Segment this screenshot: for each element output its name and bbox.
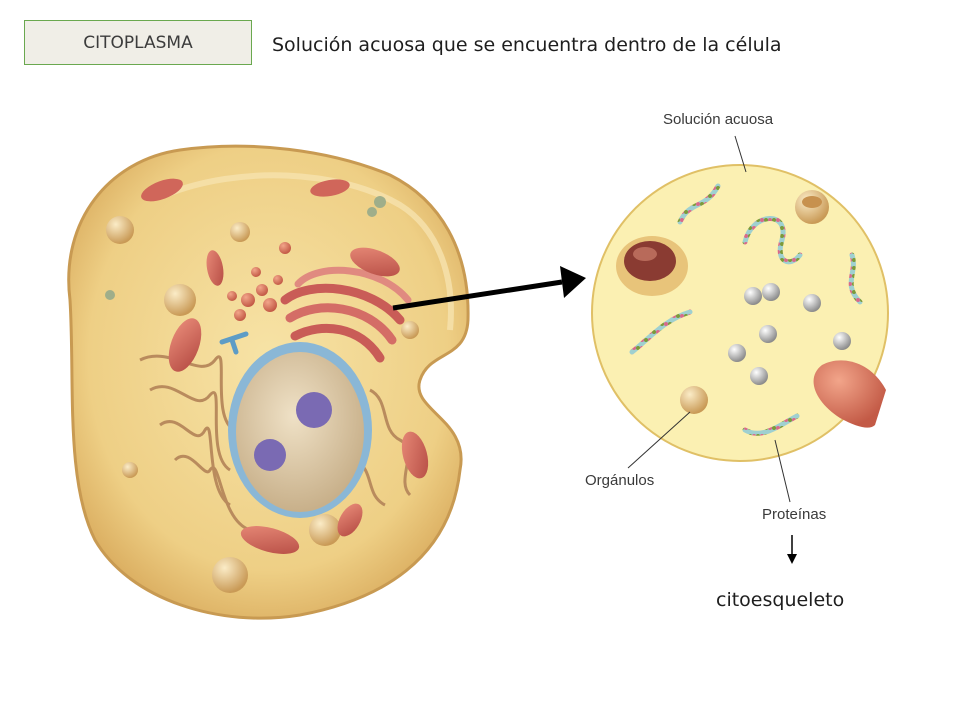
protein-spheres	[728, 283, 851, 385]
nucleolus	[296, 392, 332, 428]
leader-solucion	[734, 135, 747, 173]
label-citoesqueleto: citoesqueleto	[716, 589, 845, 611]
golgi-apparatus	[280, 266, 412, 363]
leader-proteinas	[774, 439, 791, 503]
nucleus	[228, 342, 372, 518]
zoom-circle	[591, 164, 889, 462]
label-organulos: Orgánulos	[585, 472, 655, 489]
mitochondria	[141, 178, 429, 554]
centriole	[219, 331, 249, 355]
zoom-arrow	[392, 266, 586, 311]
organelle-large	[616, 236, 688, 296]
label-proteinas: Proteínas	[762, 506, 827, 523]
leader-lines	[627, 135, 791, 503]
leader-organulos	[627, 411, 691, 469]
vesicles	[105, 196, 419, 593]
cell-cut-edge	[163, 172, 454, 331]
cell-illustration	[67, 144, 470, 620]
protein-strands	[629, 183, 863, 436]
organelle-cup	[795, 190, 829, 224]
title-box: CITOPLASMA	[24, 20, 252, 65]
label-solucion-acuosa: Solución acuosa	[663, 111, 774, 128]
page-subtitle: Solución acuosa que se encuentra dentro …	[272, 34, 782, 56]
down-arrow	[787, 535, 797, 564]
secretory-vesicles	[227, 242, 291, 321]
organelle-red	[813, 360, 886, 428]
organelle-ball	[680, 386, 708, 414]
nucleolus	[254, 439, 286, 471]
